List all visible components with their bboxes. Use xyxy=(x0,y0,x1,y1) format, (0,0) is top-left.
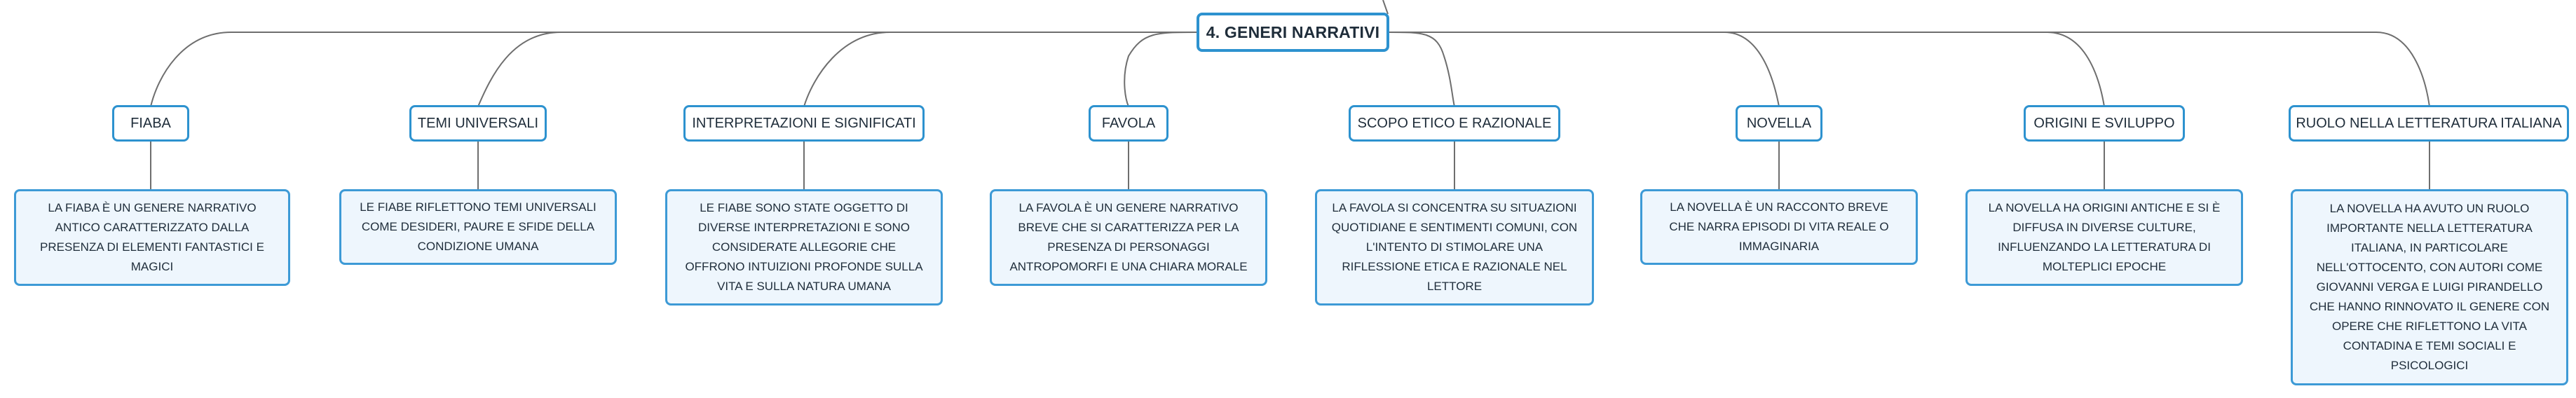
topic-interpretazioni-e-significati[interactable]: INTERPRETAZIONI E SIGNIFICATI xyxy=(683,105,925,142)
description-text: LA FAVOLA È UN GENERE NARRATIVO BREVE CH… xyxy=(1009,201,1248,273)
connector-root-origini xyxy=(1389,31,2105,107)
topic-fiaba[interactable]: FIABA xyxy=(112,105,189,142)
connector-root-scopo xyxy=(1389,32,1455,107)
connector-root-interp xyxy=(803,31,1197,107)
connector-root-ruolo xyxy=(1389,31,2430,107)
description-fiaba[interactable]: LA FIABA È UN GENERE NARRATIVO ANTICO CA… xyxy=(14,189,290,286)
description-text: LA NOVELLA HA ORIGINI ANTICHE E SI È DIF… xyxy=(1988,201,2221,273)
topic-label: FIABA xyxy=(130,115,171,131)
root-topic[interactable]: 4. GENERI NARRATIVI xyxy=(1197,13,1389,52)
description-text: LA FAVOLA SI CONCENTRA SU SITUAZIONI QUO… xyxy=(1331,201,1578,293)
description-origini-e-sviluppo[interactable]: LA NOVELLA HA ORIGINI ANTICHE E SI È DIF… xyxy=(1965,189,2243,286)
topic-label: RUOLO NELLA LETTERATURA ITALIANA xyxy=(2296,115,2562,131)
description-text: LA NOVELLA HA AVUTO UN RUOLO IMPORTANTE … xyxy=(2309,202,2550,372)
topic-ruolo-nella-letteratura-italiana[interactable]: RUOLO NELLA LETTERATURA ITALIANA xyxy=(2289,105,2569,142)
connector-root-temi xyxy=(477,31,1197,107)
root-topic-label: 4. GENERI NARRATIVI xyxy=(1206,22,1380,41)
topic-label: TEMI UNIVERSALI xyxy=(417,115,539,131)
description-scopo-etico-e-razionale[interactable]: LA FAVOLA SI CONCENTRA SU SITUAZIONI QUO… xyxy=(1315,189,1594,306)
description-text: LA FIABA È UN GENERE NARRATIVO ANTICO CA… xyxy=(40,201,264,273)
topic-label: FAVOLA xyxy=(1101,115,1156,131)
topic-label: ORIGINI E SVILUPPO xyxy=(2033,115,2175,131)
topic-label: NOVELLA xyxy=(1746,115,1812,131)
topic-favola[interactable]: FAVOLA xyxy=(1089,105,1168,142)
description-text: LE FIABE SONO STATE OGGETTO DI DIVERSE I… xyxy=(685,201,923,293)
topic-temi-universali[interactable]: TEMI UNIVERSALI xyxy=(409,105,547,142)
connector-root-fiaba xyxy=(150,31,1197,107)
topic-label: SCOPO ETICO E RAZIONALE xyxy=(1357,115,1552,131)
topic-novella[interactable]: NOVELLA xyxy=(1736,105,1822,142)
connector-root-top xyxy=(1382,0,1389,15)
description-text: LE FIABE RIFLETTONO TEMI UNIVERSALI COME… xyxy=(360,200,597,253)
description-interpretazioni-e-significati[interactable]: LE FIABE SONO STATE OGGETTO DI DIVERSE I… xyxy=(665,189,943,306)
description-ruolo-nella-letteratura-italiana[interactable]: LA NOVELLA HA AVUTO UN RUOLO IMPORTANTE … xyxy=(2291,189,2568,385)
topic-origini-e-sviluppo[interactable]: ORIGINI E SVILUPPO xyxy=(2024,105,2185,142)
description-novella[interactable]: LA NOVELLA È UN RACCONTO BREVE CHE NARRA… xyxy=(1640,189,1918,265)
topic-label: INTERPRETAZIONI E SIGNIFICATI xyxy=(692,115,916,131)
description-temi-universali[interactable]: LE FIABE RIFLETTONO TEMI UNIVERSALI COME… xyxy=(339,189,617,265)
description-favola[interactable]: LA FAVOLA È UN GENERE NARRATIVO BREVE CH… xyxy=(990,189,1267,286)
connector-root-favola xyxy=(1124,32,1197,107)
topic-scopo-etico-e-razionale[interactable]: SCOPO ETICO E RAZIONALE xyxy=(1349,105,1560,142)
description-text: LA NOVELLA È UN RACCONTO BREVE CHE NARRA… xyxy=(1669,200,1889,253)
